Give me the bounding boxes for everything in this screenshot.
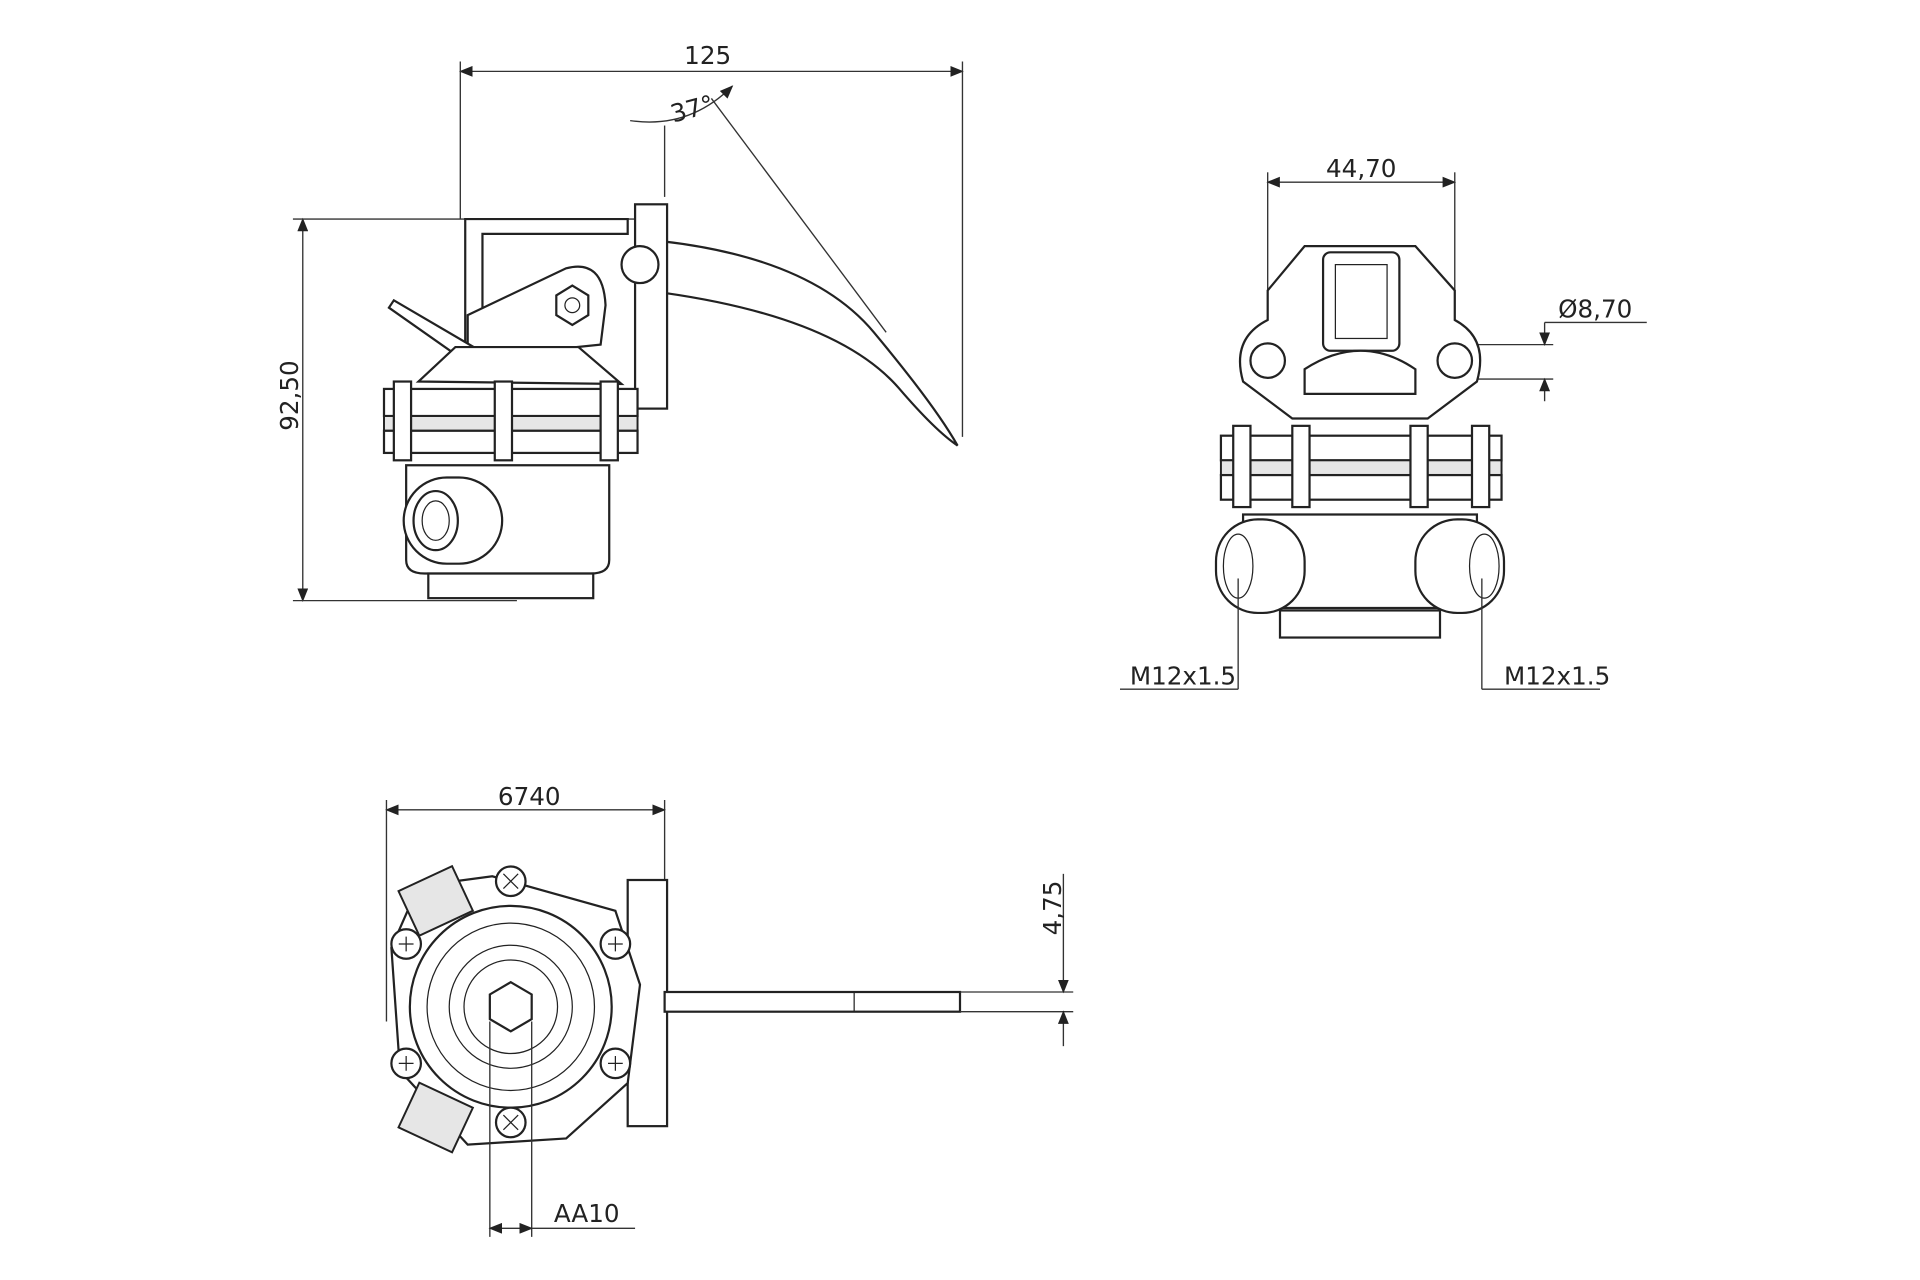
dim-hole-diameter: Ø8,70 (1558, 295, 1632, 324)
side-view: 125 37° 92,50 (275, 41, 964, 602)
front-view: 44,70 Ø8,70 M12x1.5 M12x1.5 (1120, 154, 1647, 690)
dim-lever-angle: 37° (667, 89, 717, 128)
top-view: 6740 4,75 AA10 (385, 782, 1074, 1237)
dim-mount-spacing: 44,70 (1326, 154, 1396, 183)
dim-port-left: M12x1.5 (1130, 661, 1236, 690)
dim-lever-thickness: 4,75 (1038, 881, 1067, 936)
dim-height: 92,50 (275, 360, 304, 430)
dim-overall-length: 125 (684, 41, 731, 70)
dim-hex-size: AA10 (554, 1199, 620, 1228)
dim-flange-width: 6740 (498, 782, 561, 811)
screw-icons (390, 865, 632, 1139)
dim-port-right: M12x1.5 (1504, 661, 1610, 690)
